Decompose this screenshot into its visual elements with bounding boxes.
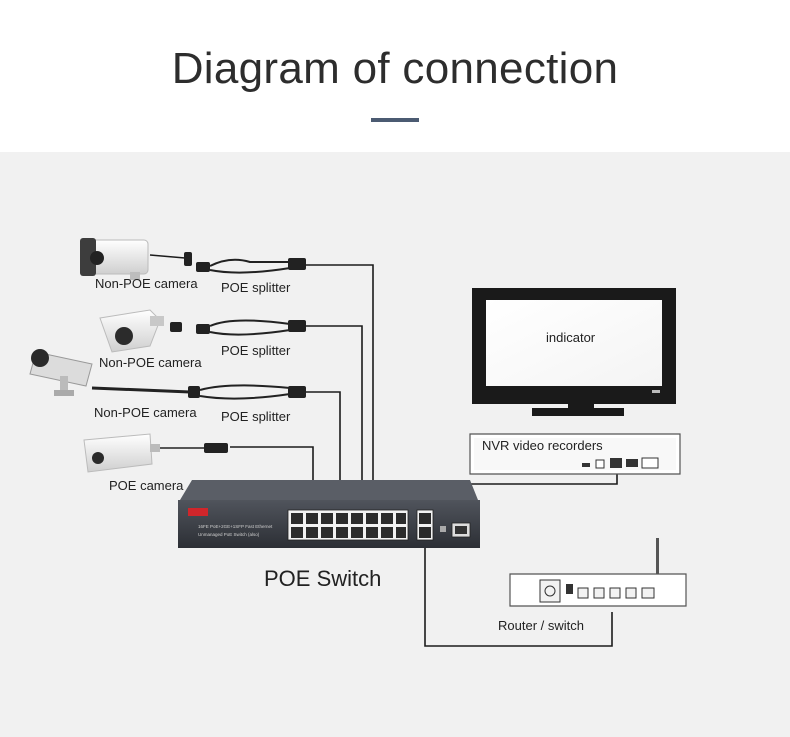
monitor-icon	[472, 288, 676, 416]
camera-3-label: Non-POE camera	[94, 405, 197, 420]
splitter-1-label: POE splitter	[221, 280, 291, 295]
splitter-3-label: POE splitter	[221, 409, 291, 424]
switch-model-text: 16FE PoE+2GE+1SFP Fast Ethernet	[198, 524, 273, 529]
camera-2-icon	[99, 309, 164, 353]
camera-4-icon	[83, 433, 228, 473]
page-title: Diagram of connection	[171, 44, 619, 93]
splitter-3-icon	[91, 384, 306, 400]
title-underline	[371, 118, 419, 122]
camera-4-label: POE camera	[109, 478, 184, 493]
camera-3-icon	[29, 349, 93, 396]
monitor-label: indicator	[546, 330, 596, 345]
switch-type-text: Unmanaged PoE Switch (also)	[198, 532, 260, 537]
router-label: Router / switch	[498, 618, 584, 633]
poe-switch: 16FE PoE+2GE+1SFP Fast Ethernet Unmanage…	[178, 480, 480, 548]
cable-cam1	[149, 254, 186, 259]
cable-splitter3-switch	[305, 391, 341, 503]
nvr-label: NVR video recorders	[482, 438, 603, 453]
camera-2-label: Non-POE camera	[99, 355, 202, 370]
brand-logo	[188, 508, 208, 516]
header: Diagram of connection	[0, 0, 790, 152]
switch-label: POE Switch	[264, 566, 381, 591]
splitter-1-icon	[184, 252, 306, 274]
camera-1-label: Non-POE camera	[95, 276, 198, 291]
splitter-2-label: POE splitter	[221, 343, 291, 358]
cable-splitter1-switch	[305, 264, 374, 503]
cable-splitter2-switch	[305, 325, 363, 503]
splitter-2-icon	[170, 319, 306, 336]
cable-switch-router	[424, 533, 613, 647]
port-grid	[291, 513, 406, 538]
nvr-icon	[469, 433, 681, 475]
camera-1-icon	[80, 238, 149, 280]
router-icon	[509, 538, 687, 607]
cables	[149, 254, 618, 647]
